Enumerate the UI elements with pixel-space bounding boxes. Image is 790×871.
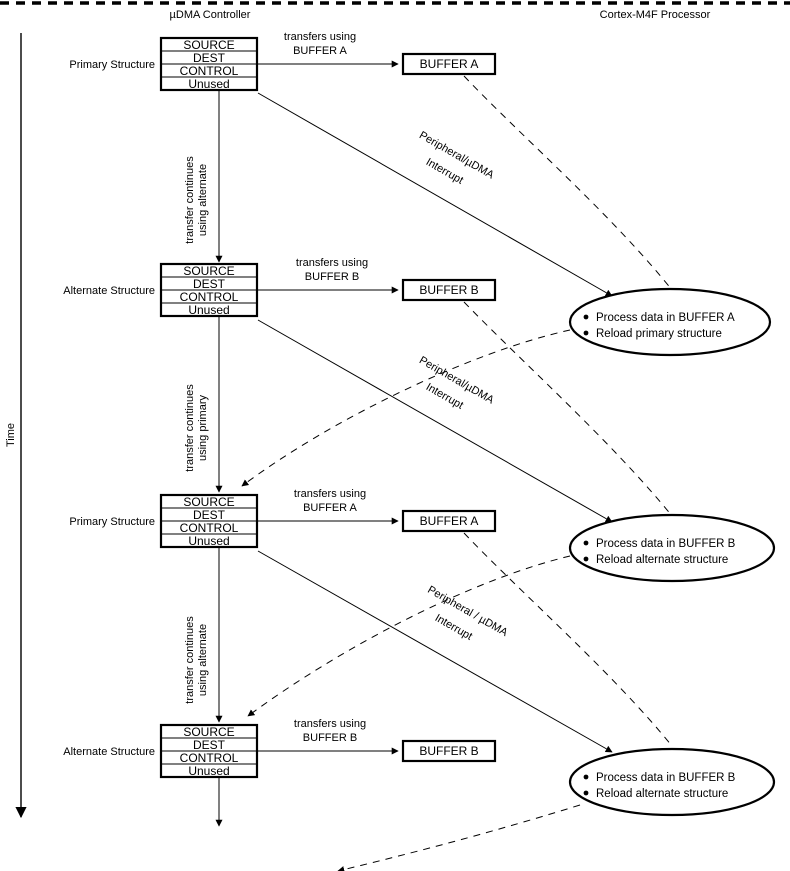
processor-reload-dashed-2: [247, 555, 571, 717]
transfer-label-2-line1: transfers using: [296, 257, 368, 269]
structure-2-cell-control: CONTROL: [180, 290, 239, 304]
buffer-box-2[interactable]: BUFFER B: [401, 278, 497, 302]
action-3-line2: Reload alternate structure: [596, 788, 728, 800]
action-3-line1: Process data in BUFFER B: [596, 772, 736, 784]
structure-block-1[interactable]: Primary Structure SOURCE DEST CONTROL Un…: [69, 36, 259, 92]
action-2-ellipse-outline: [568, 513, 776, 583]
header-cortex-processor: Cortex-M4F Processor: [600, 9, 711, 21]
buffer-1-outline: [401, 52, 497, 76]
transfer-label-4-line2: BUFFER B: [303, 732, 357, 744]
interrupt-arrow-2: [257, 319, 613, 523]
header-udma-controller: µDMA Controller: [170, 9, 251, 21]
transfer-label-2-line2: BUFFER B: [305, 271, 359, 283]
structure-block-4[interactable]: Alternate Structure SOURCE DEST CONTROL …: [63, 723, 259, 779]
action-3-ellipse-outline: [568, 747, 776, 817]
action-1-line1: Process data in BUFFER A: [596, 312, 735, 324]
continue-label-1-line1: transfer continues: [184, 156, 196, 244]
structure-1-cell-unused: Unused: [188, 77, 229, 91]
buffer-2-label: BUFFER B: [419, 283, 478, 297]
continue-label-2-line1: transfer continues: [184, 384, 196, 472]
buffer-4-outline: [401, 739, 497, 763]
structure-1-cell-dest: DEST: [193, 51, 226, 65]
action-1-bullet-1-icon: [583, 314, 589, 320]
structure-3-cell-unused: Unused: [188, 534, 229, 548]
action-3-bullet-1-icon: [583, 774, 589, 780]
structure-1-cell-control: CONTROL: [180, 64, 239, 78]
structure-2-cell-source: SOURCE: [183, 264, 234, 278]
continue-label-1-line2: using alternate: [197, 164, 209, 236]
continue-label-3-line1: transfer continues: [184, 616, 196, 704]
structure-3-cell-dest: DEST: [193, 508, 226, 522]
processor-reload-dashed-1: [241, 329, 571, 487]
action-2-bullet-1-icon: [583, 540, 589, 546]
structure-3-side-label: Primary Structure: [69, 516, 155, 528]
structure-3-cell-source: SOURCE: [183, 495, 234, 509]
structure-2-side-label: Alternate Structure: [63, 285, 155, 297]
transfer-label-1-line2: BUFFER A: [293, 45, 347, 57]
interrupt-arrow-3: [257, 550, 613, 753]
structure-block-3[interactable]: Primary Structure SOURCE DEST CONTROL Un…: [69, 493, 259, 549]
action-1-ellipse-outline: [568, 287, 772, 357]
processor-reload-dashed-3: [337, 804, 581, 871]
buffer-1-label: BUFFER A: [420, 57, 479, 71]
processor-action-ellipse-1[interactable]: Process data in BUFFER A Reload primary …: [568, 287, 772, 357]
transfer-label-3-line1: transfers using: [294, 488, 366, 500]
structure-4-cell-source: SOURCE: [183, 725, 234, 739]
buffer-box-4[interactable]: BUFFER B: [401, 739, 497, 763]
transfer-label-3-line2: BUFFER A: [303, 502, 357, 514]
structure-3-cell-control: CONTROL: [180, 521, 239, 535]
structure-1-side-label: Primary Structure: [69, 59, 155, 71]
action-1-line2: Reload primary structure: [596, 328, 722, 340]
transfer-label-1-line1: transfers using: [284, 31, 356, 43]
buffer-3-outline: [401, 509, 497, 533]
time-axis-label: Time: [5, 423, 17, 447]
structure-4-cell-control: CONTROL: [180, 751, 239, 765]
action-2-bullet-2-icon: [583, 556, 589, 562]
transfer-label-4-line1: transfers using: [294, 718, 366, 730]
buffer-to-processor-dashed-3: [463, 532, 673, 747]
action-1-bullet-2-icon: [583, 330, 589, 336]
buffer-4-label: BUFFER B: [419, 744, 478, 758]
buffer-box-3[interactable]: BUFFER A: [401, 509, 497, 533]
processor-action-ellipse-2[interactable]: Process data in BUFFER B Reload alternat…: [568, 513, 776, 583]
structure-2-cell-dest: DEST: [193, 277, 226, 291]
buffer-to-processor-dashed-2: [463, 301, 673, 517]
action-2-line2: Reload alternate structure: [596, 554, 728, 566]
interrupt-arrow-1: [257, 92, 613, 297]
action-3-bullet-2-icon: [583, 790, 589, 796]
structure-4-side-label: Alternate Structure: [63, 746, 155, 758]
continue-label-3-line2: using alternate: [197, 624, 209, 696]
structure-2-cell-unused: Unused: [188, 303, 229, 317]
action-2-line1: Process data in BUFFER B: [596, 538, 736, 550]
structure-block-2[interactable]: Alternate Structure SOURCE DEST CONTROL …: [63, 262, 259, 318]
buffer-to-processor-dashed-1: [463, 75, 673, 291]
processor-action-ellipse-3[interactable]: Process data in BUFFER B Reload alternat…: [568, 747, 776, 817]
structure-4-cell-unused: Unused: [188, 764, 229, 778]
buffer-box-1[interactable]: BUFFER A: [401, 52, 497, 76]
buffer-3-label: BUFFER A: [420, 514, 479, 528]
structure-1-cell-source: SOURCE: [183, 38, 234, 52]
buffer-2-outline: [401, 278, 497, 302]
continue-label-2-line2: using primary: [197, 394, 209, 461]
structure-4-cell-dest: DEST: [193, 738, 226, 752]
